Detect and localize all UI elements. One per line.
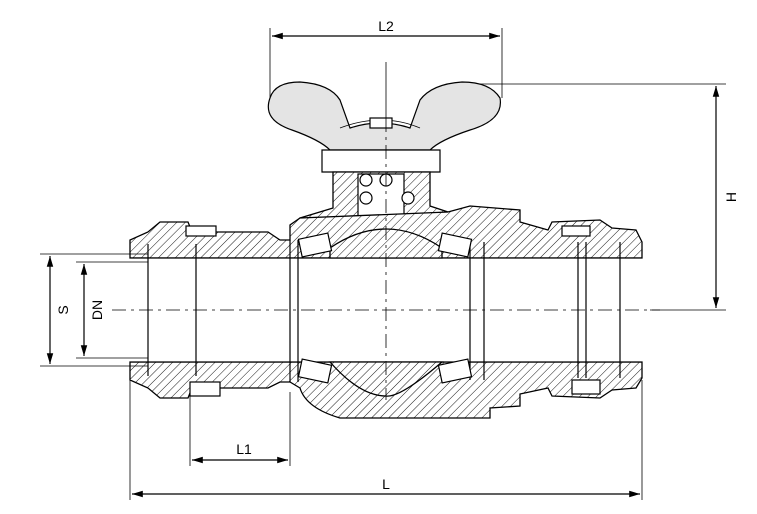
dimension-l1: L1	[189, 392, 291, 466]
ball	[297, 228, 473, 397]
label-l1: L1	[236, 441, 252, 457]
label-l2: L2	[378, 18, 394, 34]
label-s: S	[55, 305, 71, 314]
dimension-l: L	[129, 380, 643, 500]
label-l: L	[382, 476, 390, 492]
dimension-l2: L2	[269, 18, 503, 98]
dimension-dn: DN	[76, 261, 148, 359]
butterfly-handle	[267, 81, 502, 173]
dimension-s: S	[40, 253, 148, 367]
label-h: H	[723, 192, 739, 202]
dimension-h: H	[480, 83, 739, 311]
label-dn: DN	[89, 300, 105, 320]
